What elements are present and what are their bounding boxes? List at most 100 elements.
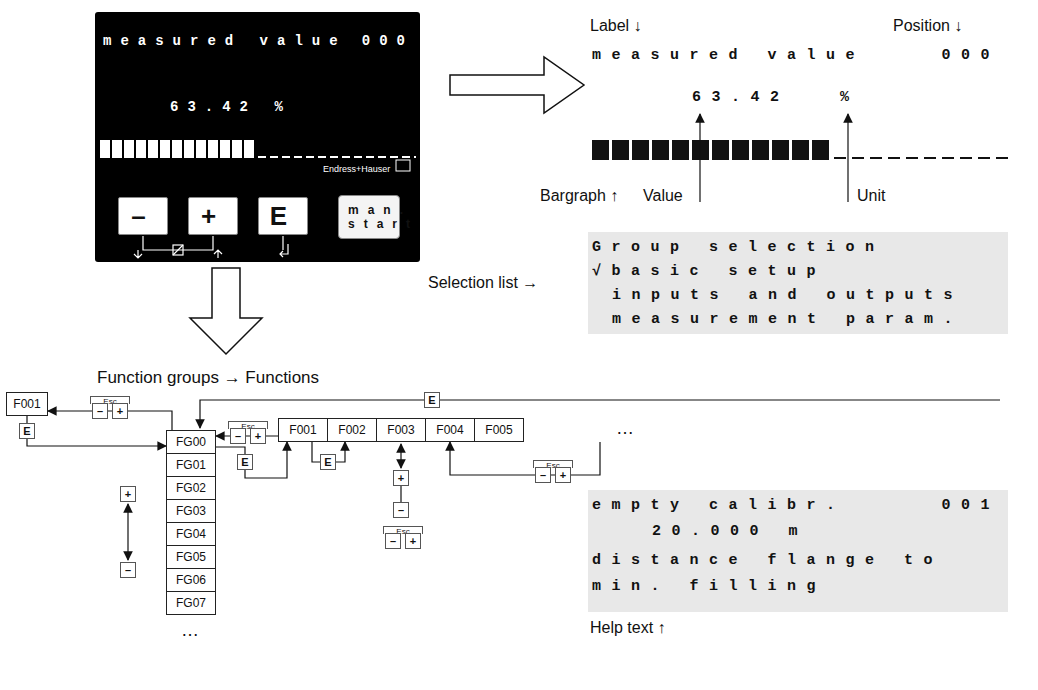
key-symbol [173,244,288,257]
node-text: FG03 [176,504,206,518]
key-symbol: – [535,467,551,483]
callout-label: Unit [857,186,885,206]
node-text: √basic setup [592,262,826,282]
node-text: E [270,202,296,230]
node-text: measured value [103,32,347,50]
function-group-box: FG04 [166,522,216,546]
bargraph [258,156,416,158]
ellipsis: … [616,418,634,438]
node-text: – [131,202,154,230]
device-housing [95,12,420,262]
node-text: 63.42 [692,88,790,108]
lcd-display: measured value 000 63.42% [588,42,1008,167]
key-symbol: E [19,423,35,439]
key-symbol: + [405,533,421,549]
node-text: man. start [348,203,390,231]
function-box: F001 [278,418,328,442]
bargraph [834,157,1008,159]
node-text: FG00 [176,435,206,449]
key-symbol: + [112,403,128,419]
node-text: F001 [289,423,316,437]
leader-line [847,114,848,202]
function-group-box: FG07 [166,591,216,615]
node-text: 63.42 % [170,98,292,116]
double-arrow [400,444,401,468]
key-symbol: E [320,454,336,470]
node-text: F001 [13,397,40,411]
key-symbol: – [92,403,108,419]
callout-label: Label ↓ [590,16,642,36]
flow-connector [216,435,278,436]
logo [396,160,410,171]
node-text: F004 [436,423,463,437]
key-symbol: + [555,467,571,483]
node-text: distance flange to min. filling [592,548,1002,600]
key-button: + [188,197,238,235]
function-box: F005 [474,418,524,442]
help-display: empty calibr. 001 20.000 m distance flange … [588,490,1008,612]
key-symbol: E [237,454,253,470]
callout-label: Bargraph ↑ [540,186,618,206]
node-text: FG04 [176,527,206,541]
node-text: empty calibr. [592,496,846,516]
ellipsis: … [181,620,199,640]
bargraph [100,140,256,158]
function-group-box: FG02 [166,476,216,500]
key-symbol: – [120,562,136,578]
node-text: measurement param. [612,310,963,330]
function-group-box: FG06 [166,568,216,592]
key-button: man. start [338,195,400,239]
node-text: F002 [338,423,365,437]
callout-label: Help text ↑ [590,618,666,638]
function-group-box: FG05 [166,545,216,569]
function-box: F001 [6,392,48,416]
device-display: measured value 000 63.42 % Endress+Hauser – +… [95,12,420,262]
hollow-arrow [190,268,262,354]
node-text: F003 [387,423,414,437]
node-text: Endress+Hauser [323,164,390,174]
function-group-box: FG00 [166,430,216,454]
callout-label: Position ↓ [893,16,962,36]
key-symbol: + [250,428,266,444]
node-text: FG02 [176,481,206,495]
key-symbol: – [393,502,409,518]
callout-label: Selection list → [428,273,538,293]
key-symbol: – [385,533,401,549]
function-box: F002 [327,418,377,442]
key-symbol: + [393,470,409,486]
flow-connector [48,411,172,430]
node-text: % [840,88,860,108]
node-text: FG05 [176,550,206,564]
node-text: 20.000 m [652,522,808,542]
node-text: 000 [941,46,1000,66]
flow-connector [450,442,600,475]
key-button: – [118,197,168,235]
key-bracket [143,236,283,250]
bargraph [592,140,832,160]
flow-connector [27,416,166,446]
key-arrow [134,250,222,258]
double-arrow [127,504,128,560]
node-text: + [201,202,225,230]
hollow-arrow [450,57,584,113]
key-symbol: – [230,428,246,444]
node-text: measured value [592,46,865,66]
node-text: F005 [485,423,512,437]
node-text: FG06 [176,573,206,587]
flow-connector [216,442,287,478]
node-text: inputs and outputs [612,286,963,306]
connector-line [400,486,401,502]
node-text: 001 [941,496,1000,516]
key-button: E [258,197,308,235]
leader-line [699,114,700,202]
section-heading: Function groups → Functions [97,368,319,388]
callout-label: Value [643,186,683,206]
node-text: FG01 [176,458,206,472]
key-symbol: + [120,486,136,502]
key-symbol: E [424,392,440,408]
function-group-box: FG03 [166,499,216,523]
function-box: F003 [376,418,426,442]
selection-list: Group selection√basic setupinputs and ou… [588,232,1008,334]
node-text: 000 [362,32,414,50]
node-text: FG07 [176,596,206,610]
